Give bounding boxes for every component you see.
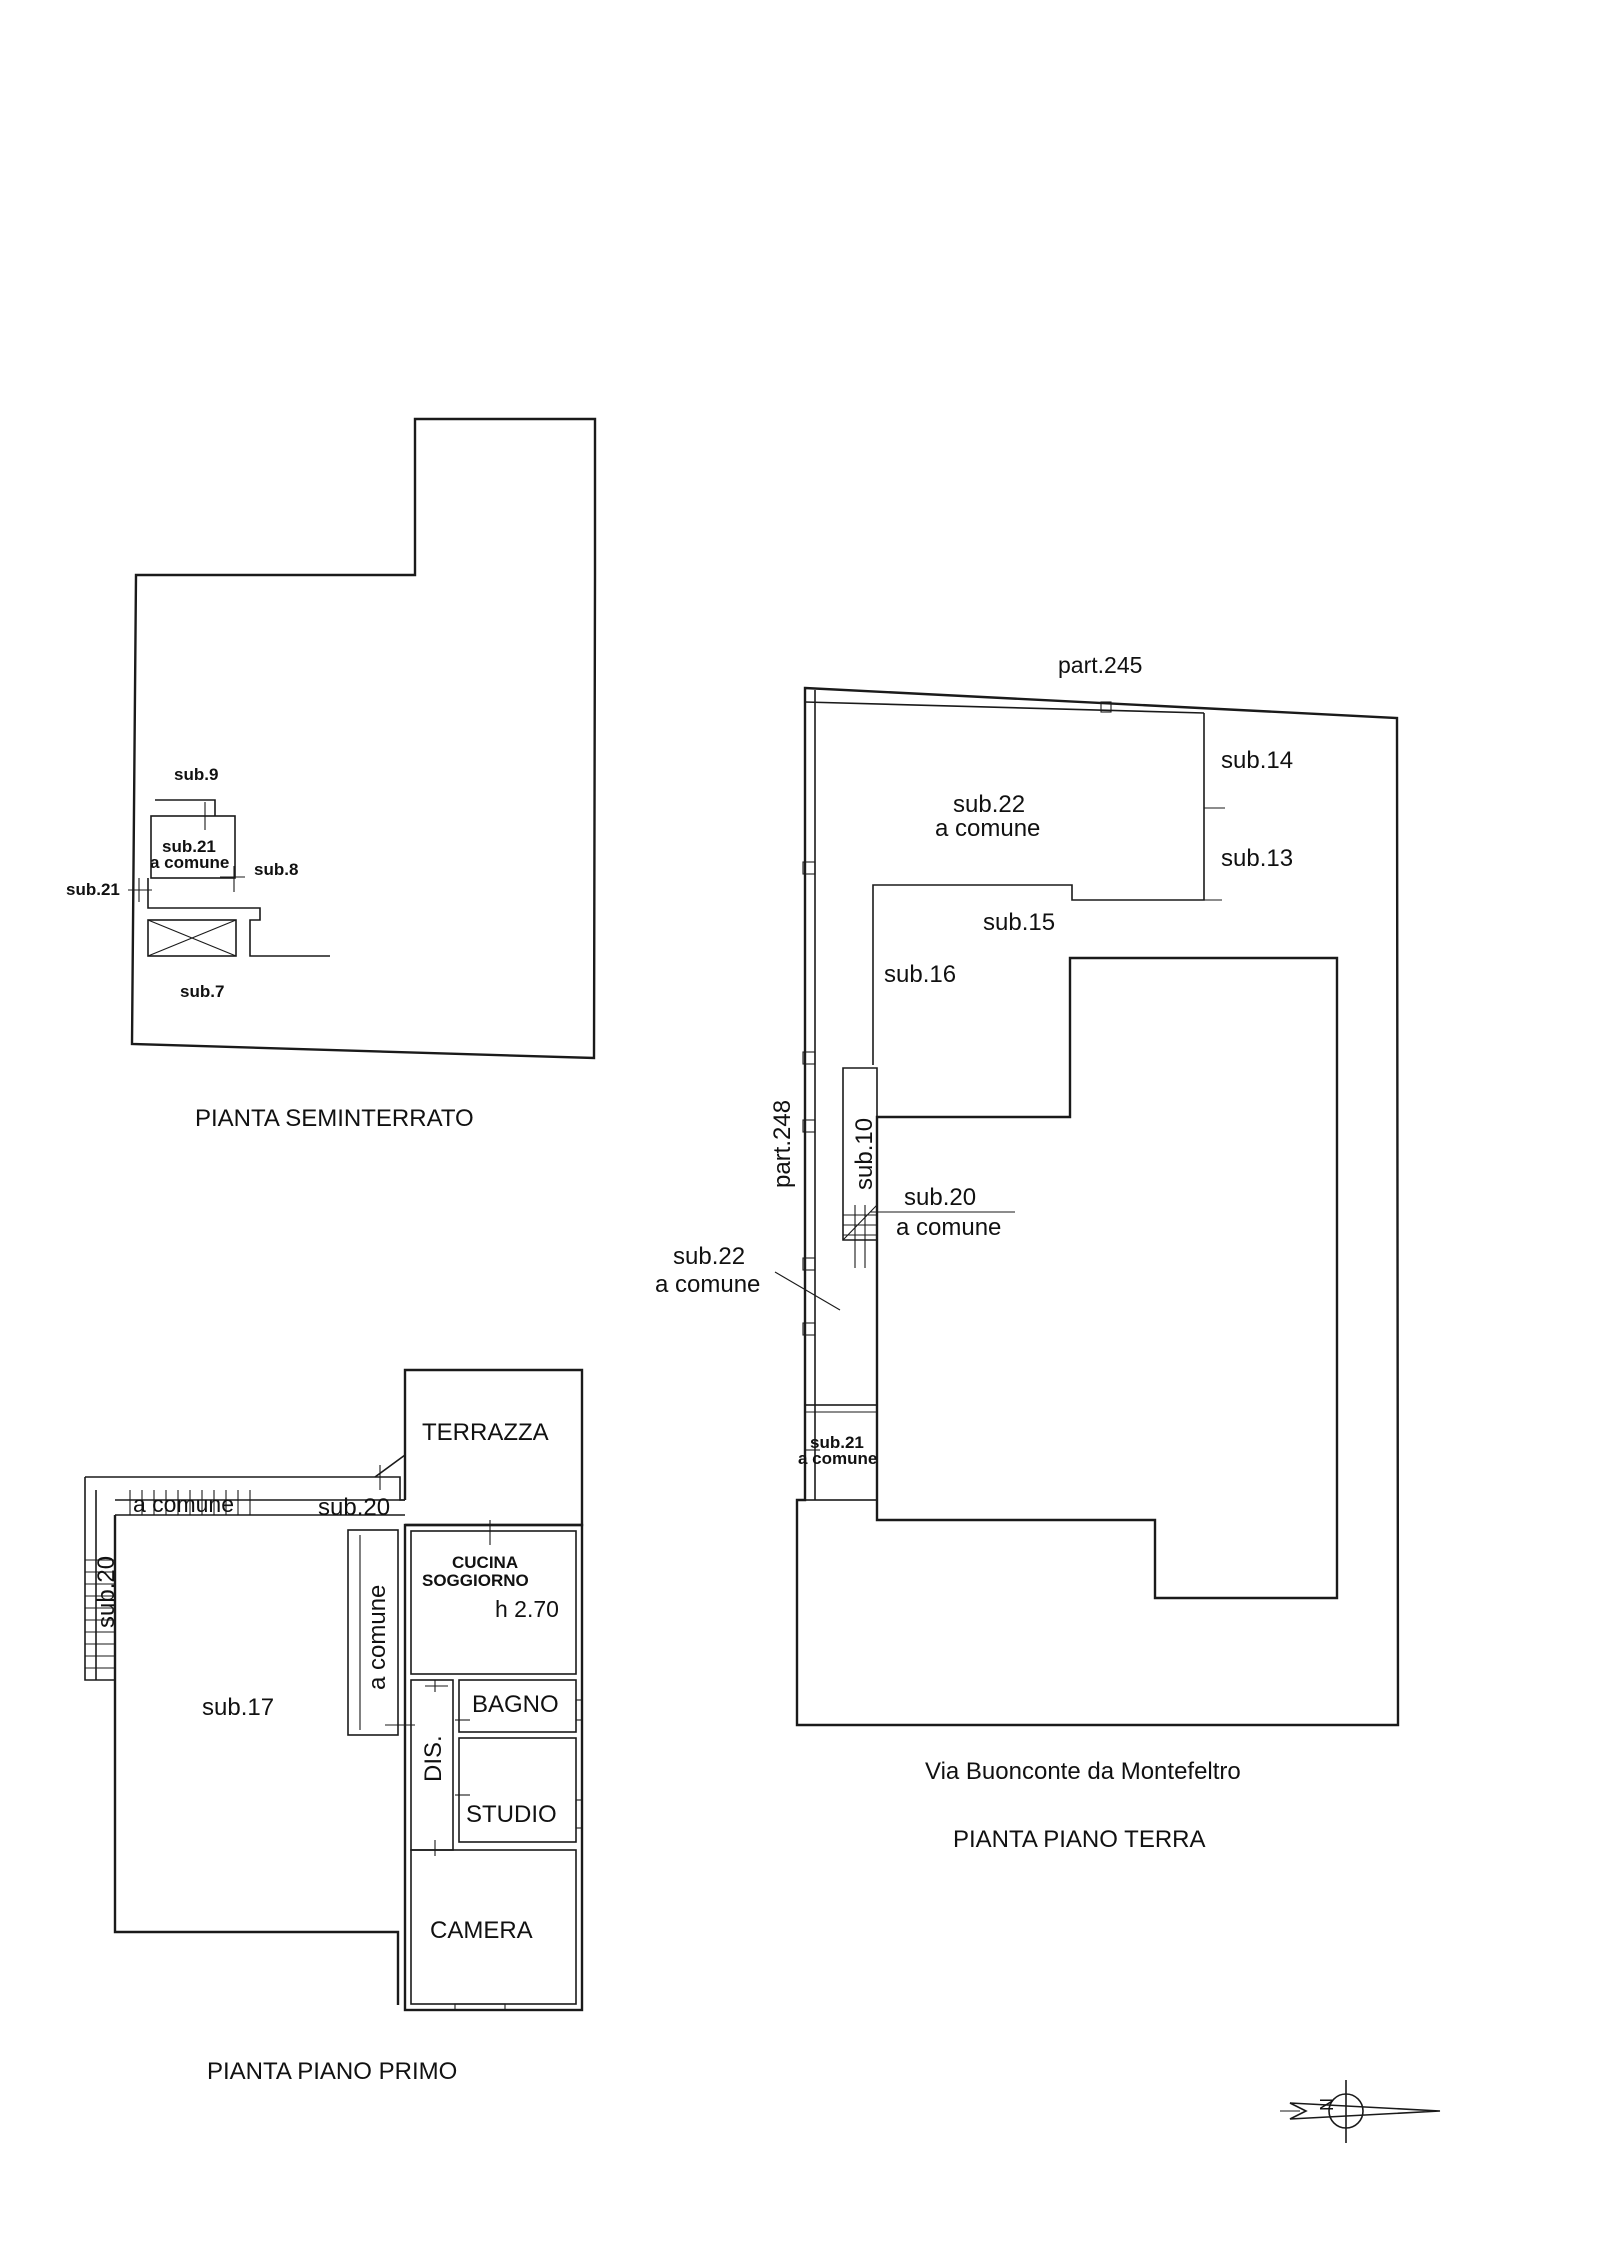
label-sub21-ground: sub.21 xyxy=(810,1433,864,1452)
label-sub21-side: sub.21 xyxy=(66,880,120,899)
label-sub10: sub.10 xyxy=(851,1118,878,1190)
label-sub21-inner: sub.21 xyxy=(162,837,216,856)
stair-sub20 xyxy=(842,1204,878,1268)
ground-sub21 xyxy=(804,1404,878,1501)
label-a-comune-corridor: a comune xyxy=(133,1491,234,1517)
north-letter: N xyxy=(1317,2098,1337,2111)
label-part245: part.245 xyxy=(1058,652,1142,678)
label-a-comune-left: a comune xyxy=(655,1271,760,1298)
label-sub7: sub.7 xyxy=(180,982,224,1001)
label-sub14: sub.14 xyxy=(1221,747,1293,774)
label-a-comune-21: a comune xyxy=(798,1449,877,1468)
street-name: Via Buonconte da Montefeltro xyxy=(925,1758,1241,1785)
basement-outline xyxy=(130,417,597,1060)
label-sub8: sub.8 xyxy=(254,860,298,879)
first-plan-title: PIANTA PIANO PRIMO xyxy=(207,2058,457,2085)
ground-outline xyxy=(795,686,1400,1727)
room-studio xyxy=(458,1737,577,1843)
label-soggiorno: SOGGIORNO xyxy=(422,1571,529,1590)
label-a-comune-20: a comune xyxy=(896,1214,1001,1241)
ground-plan-title: PIANTA PIANO TERRA xyxy=(953,1826,1206,1853)
label-a-comune-vertical: a comune xyxy=(364,1585,391,1690)
label-sub22-left: sub.22 xyxy=(673,1243,745,1270)
basement-plan-title: PIANTA SEMINTERRATO xyxy=(195,1105,474,1132)
label-sub20-ground: sub.20 xyxy=(904,1184,976,1211)
external-stair-sub20 xyxy=(84,1477,116,1681)
label-sub20-corridor: sub.20 xyxy=(318,1494,390,1521)
label-sub16: sub.16 xyxy=(884,961,956,988)
corridor-a-comune xyxy=(347,1529,399,1736)
ground-floor-plan: part.245 sub.22 a comune sub.14 sub.13 s… xyxy=(655,652,1400,1853)
label-sub13: sub.13 xyxy=(1221,845,1293,872)
north-arrow-icon: N xyxy=(1280,2080,1441,2143)
label-height: h 2.70 xyxy=(495,1596,559,1622)
label-dis: DIS. xyxy=(420,1735,447,1782)
label-part248: part.248 xyxy=(769,1100,796,1188)
label-sub17: sub.17 xyxy=(202,1694,274,1721)
basement-plan: sub.9 sub.21 a comune sub.8 sub.21 sub.7… xyxy=(66,417,597,1132)
label-cucina: CUCINA xyxy=(452,1553,518,1572)
label-sub22-top: sub.22 xyxy=(953,791,1025,818)
terrazza-outline xyxy=(403,1368,584,1527)
label-camera: CAMERA xyxy=(430,1917,533,1944)
label-terrazza: TERRAZZA xyxy=(422,1419,549,1446)
label-a-comune-basement: a comune xyxy=(150,853,229,872)
label-bagno: BAGNO xyxy=(472,1691,559,1718)
basement-room-sub21 xyxy=(150,815,236,879)
label-a-comune-top: a comune xyxy=(935,815,1040,842)
label-sub9: sub.9 xyxy=(174,765,218,784)
sub17-outline xyxy=(113,1515,400,2005)
basement-partition xyxy=(147,878,330,957)
stair-sub10 xyxy=(842,1067,878,1241)
building-sub16 xyxy=(875,956,1339,1600)
first-floor-plan: TERRAZZA a comune sub.20 sub.20 CUCINA S… xyxy=(84,1368,584,2085)
corridor-hatch xyxy=(129,1490,251,1515)
label-studio: STUDIO xyxy=(466,1801,557,1828)
label-sub15: sub.15 xyxy=(983,909,1055,936)
external-stair-steps xyxy=(85,1559,115,1669)
label-sub20-stair: sub.20 xyxy=(93,1556,120,1628)
sub22-boundary xyxy=(872,713,1205,1065)
basement-storage xyxy=(147,919,237,957)
